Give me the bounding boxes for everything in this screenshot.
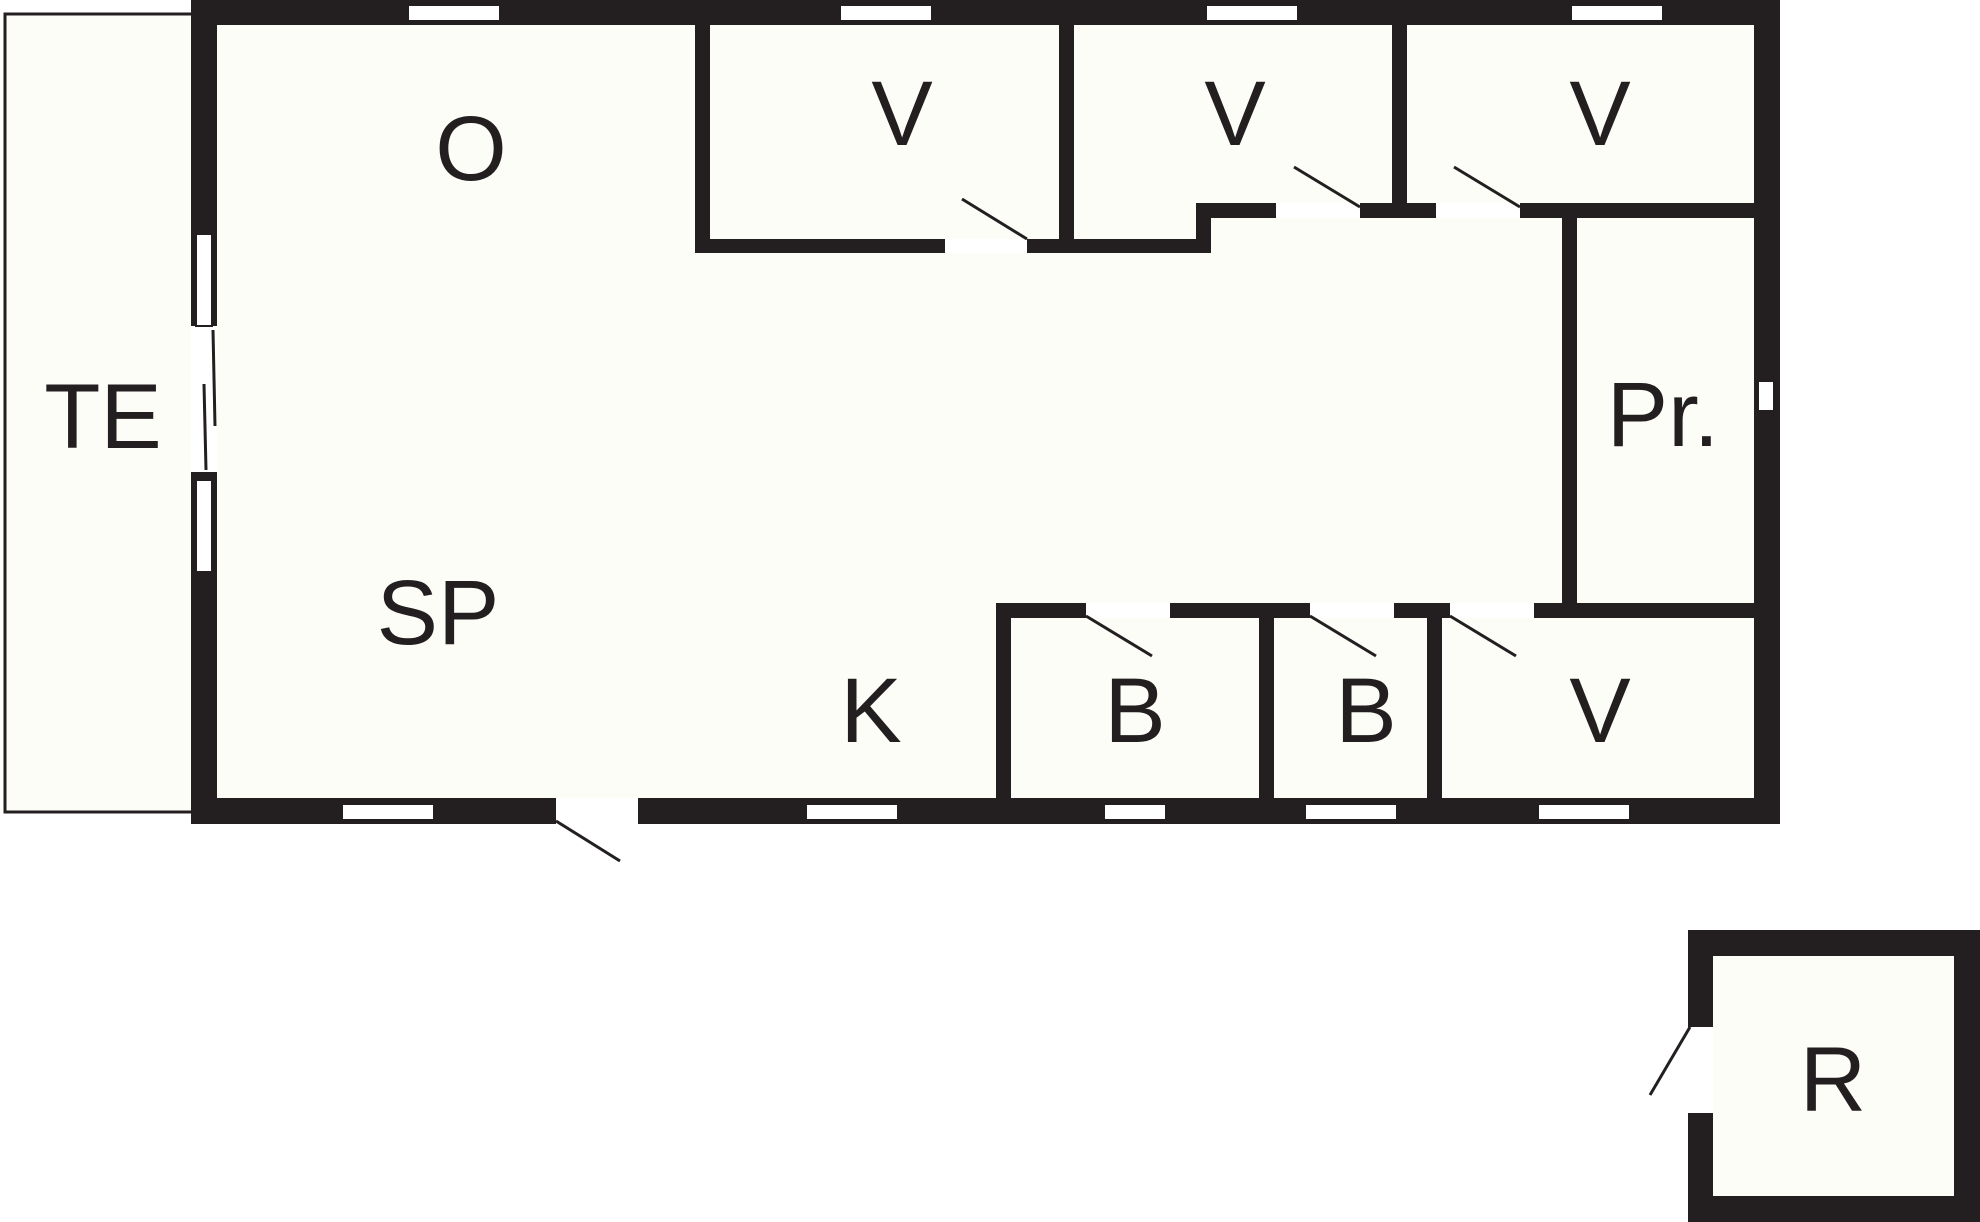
door-swings bbox=[202, 165, 1521, 863]
room-label-r: R bbox=[1800, 1029, 1866, 1131]
room-label-v4: V bbox=[1569, 660, 1630, 762]
door-openings bbox=[191, 203, 1534, 824]
windows bbox=[195, 4, 1775, 821]
house-floor bbox=[217, 25, 1754, 798]
room-label-te: TE bbox=[44, 366, 162, 468]
annex-door-swing bbox=[1648, 1026, 1692, 1096]
terrace-outline bbox=[3, 12, 197, 814]
room-label-o: O bbox=[435, 98, 507, 200]
room-label-b1: B bbox=[1104, 660, 1165, 762]
room-label-v2: V bbox=[1204, 63, 1265, 165]
room-label-v1: V bbox=[871, 63, 932, 165]
room-label-sp: SP bbox=[377, 562, 500, 664]
annex-floor bbox=[1713, 956, 1954, 1196]
room-label-pr: Pr. bbox=[1607, 364, 1719, 466]
room-label-b2: B bbox=[1335, 660, 1396, 762]
room-label-v3: V bbox=[1569, 63, 1630, 165]
room-label-k: K bbox=[840, 660, 901, 762]
annex-door-opening bbox=[1688, 1027, 1713, 1113]
